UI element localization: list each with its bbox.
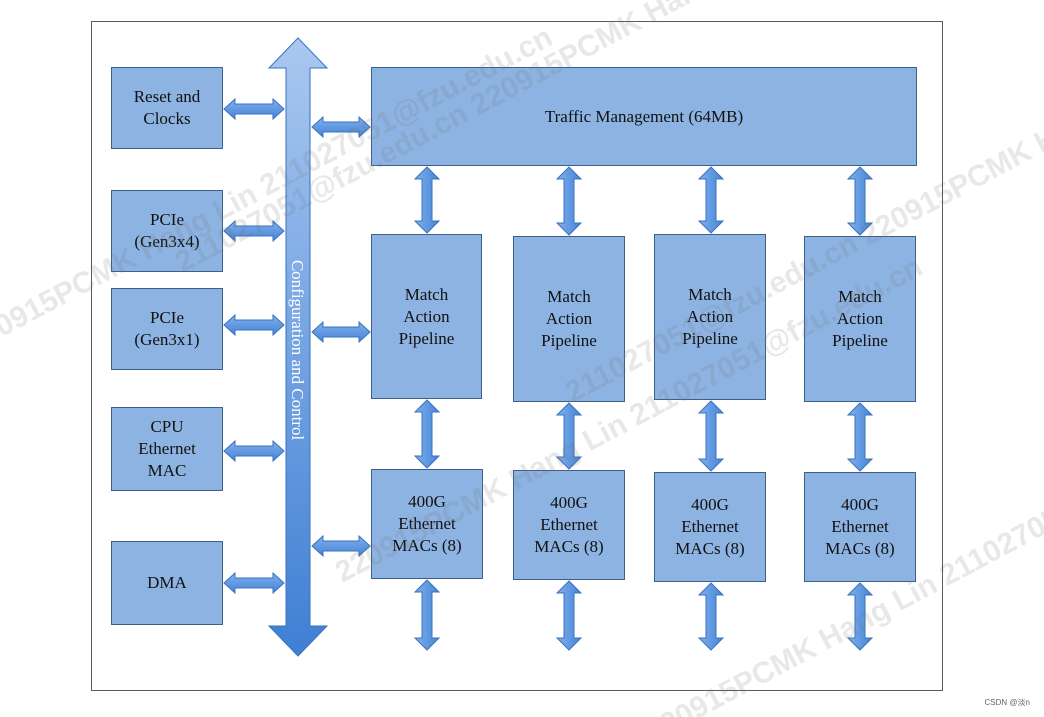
mac-external-arrow-1: [413, 579, 441, 651]
pcie-gen3x1-block: PCIe (Gen3x1): [111, 288, 223, 370]
dma-block: DMA: [111, 541, 223, 625]
pipeline-2-label: Match Action Pipeline: [541, 287, 597, 350]
pipeline-1-label: Match Action Pipeline: [398, 284, 455, 348]
match-action-pipeline-4: Match Action Pipeline: [804, 236, 916, 402]
pipeline-mac-arrow-3: [697, 400, 725, 472]
pcie-gen3x1-label: PCIe (Gen3x1): [134, 308, 200, 349]
pcie-gen3x4-block: PCIe (Gen3x4): [111, 190, 223, 272]
ethernet-macs-block-2: 400G Ethernet MACs (8): [513, 470, 625, 580]
reset-bus-arrow: [223, 97, 285, 121]
mac-external-arrow-4: [846, 582, 874, 651]
pcie-x4-bus-arrow: [223, 219, 285, 243]
cpu-ethernet-mac-block: CPU Ethernet MAC: [111, 407, 223, 491]
mac-external-arrow-3: [697, 582, 725, 651]
pipeline-mac-arrow-2: [555, 402, 583, 470]
pipeline-3-label: Match Action Pipeline: [682, 285, 738, 348]
control-bus-arrow: [267, 37, 329, 657]
macs-3-label: 400G Ethernet MACs (8): [675, 495, 745, 558]
reset-clocks-label: Reset and Clocks: [133, 87, 201, 128]
macs-1-label: 400G Ethernet MACs (8): [392, 492, 462, 555]
pipeline-4-label: Match Action Pipeline: [832, 287, 888, 350]
ethernet-macs-block-4: 400G Ethernet MACs (8): [804, 472, 916, 582]
csdn-credit: CSDN @淡n: [984, 698, 1030, 707]
match-action-pipeline-3: Match Action Pipeline: [654, 234, 766, 400]
cpu-mac-bus-arrow: [223, 439, 285, 463]
ethernet-macs-block-1: 400G Ethernet MACs (8): [371, 469, 483, 579]
pcie-x1-bus-arrow: [223, 313, 285, 337]
double-arrows: [223, 97, 874, 651]
tm-pipeline-arrow-3: [697, 166, 725, 234]
ethernet-macs-block-3: 400G Ethernet MACs (8): [654, 472, 766, 582]
bus-pipeline-arrow: [311, 320, 371, 344]
traffic-management-block: Traffic Management (64MB): [371, 67, 917, 166]
tm-pipeline-arrow-1: [413, 166, 441, 234]
tm-pipeline-arrow-2: [555, 166, 583, 236]
match-action-pipeline-2: Match Action Pipeline: [513, 236, 625, 402]
tm-pipeline-arrow-4: [846, 166, 874, 236]
macs-2-label: 400G Ethernet MACs (8): [534, 493, 604, 556]
reset-clocks-block: Reset and Clocks: [111, 67, 223, 149]
bus-traffic-arrow: [311, 115, 371, 139]
pipeline-mac-arrow-1: [413, 399, 441, 469]
pcie-gen3x4-label: PCIe (Gen3x4): [134, 210, 200, 251]
match-action-pipeline-1: Match Action Pipeline: [371, 234, 482, 399]
cpu-ethernet-mac-label: CPU Ethernet MAC: [138, 417, 196, 480]
control-bus-label: Configuration and Control: [288, 259, 307, 441]
mac-external-arrow-2: [555, 580, 583, 651]
traffic-management-label: Traffic Management (64MB): [544, 106, 744, 126]
bus-macs-arrow: [311, 534, 371, 558]
macs-4-label: 400G Ethernet MACs (8): [825, 495, 895, 558]
pipeline-mac-arrow-4: [846, 402, 874, 472]
dma-bus-arrow: [223, 571, 285, 595]
dma-label: DMA: [147, 573, 187, 592]
